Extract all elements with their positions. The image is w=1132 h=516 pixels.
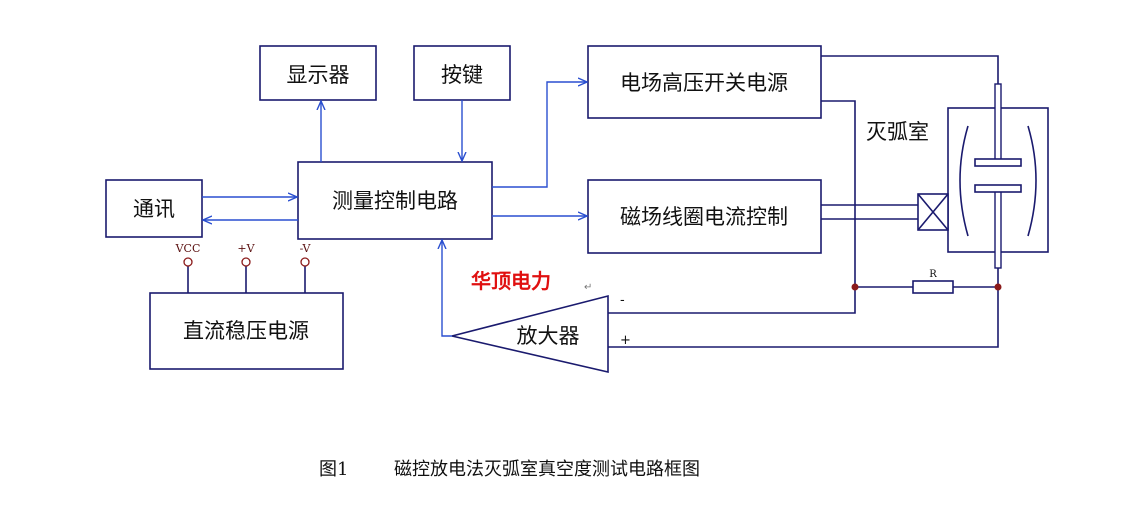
measure-control-block: 测量控制电路 — [297, 161, 493, 240]
neg-v-terminal-label: -V — [300, 242, 312, 255]
lower-electrode-to-amp-plus — [608, 268, 999, 348]
coil-control-label: 磁场线圈电流控制 — [620, 205, 788, 229]
keypad-label: 按键 — [441, 63, 483, 87]
comm-block: 通讯 — [105, 179, 203, 238]
hv-supply-block: 电场高压开关电源 — [587, 45, 822, 119]
arc-chamber: 灭弧室 — [866, 83, 1049, 269]
pos-v-terminal — [241, 257, 251, 267]
display-label: 显示器 — [287, 63, 350, 87]
measure-control-label: 测量控制电路 — [332, 189, 458, 213]
brand-watermark: 华顶电力 — [471, 269, 551, 293]
power-terminals: VCC +V -V — [175, 242, 312, 267]
junction-dot-right — [994, 283, 1002, 291]
figure-number: 图1 — [319, 459, 348, 480]
dc-supply-label: 直流稳压电源 — [183, 319, 309, 343]
amp-plus-label: + — [620, 333, 631, 348]
comm-label: 通讯 — [133, 197, 175, 221]
arrow-to-hv-supply — [492, 82, 587, 188]
hv-return-to-amp-minus — [608, 100, 856, 314]
junction-dot-left — [851, 283, 859, 291]
arc-chamber-label: 灭弧室 — [866, 120, 929, 144]
pos-v-terminal-label: +V — [237, 242, 255, 255]
arc-chamber-right-shield — [1027, 125, 1037, 237]
vcc-terminal — [183, 257, 193, 267]
magnetic-coil — [917, 193, 949, 231]
upper-contact — [974, 158, 1022, 167]
connections: R — [187, 55, 1002, 348]
dc-supply-block: 直流稳压电源 — [149, 292, 344, 370]
arc-chamber-left-shield — [959, 125, 969, 237]
display-block: 显示器 — [259, 45, 377, 101]
resistor-label: R — [929, 269, 937, 280]
hv-to-upper-electrode — [821, 55, 999, 84]
figure-caption: 图1 磁控放电法灭弧室真空度测试电路框图 — [319, 459, 700, 480]
keypad-block: 按键 — [413, 45, 511, 101]
hv-supply-label: 电场高压开关电源 — [620, 71, 788, 95]
figure-title: 磁控放电法灭弧室真空度测试电路框图 — [394, 459, 700, 480]
lower-contact — [974, 184, 1022, 193]
amplifier: 放大器 - + — [451, 293, 631, 374]
neg-v-terminal — [300, 257, 310, 267]
amp-minus-label: - — [620, 293, 625, 308]
vcc-terminal-label: VCC — [175, 242, 201, 255]
paragraph-mark-icon: ↵ — [584, 282, 592, 293]
arrow-amp-to-measure — [442, 240, 452, 337]
resistor-r — [912, 280, 954, 294]
amplifier-label: 放大器 — [517, 324, 580, 348]
coil-control-block: 磁场线圈电流控制 — [587, 179, 822, 254]
